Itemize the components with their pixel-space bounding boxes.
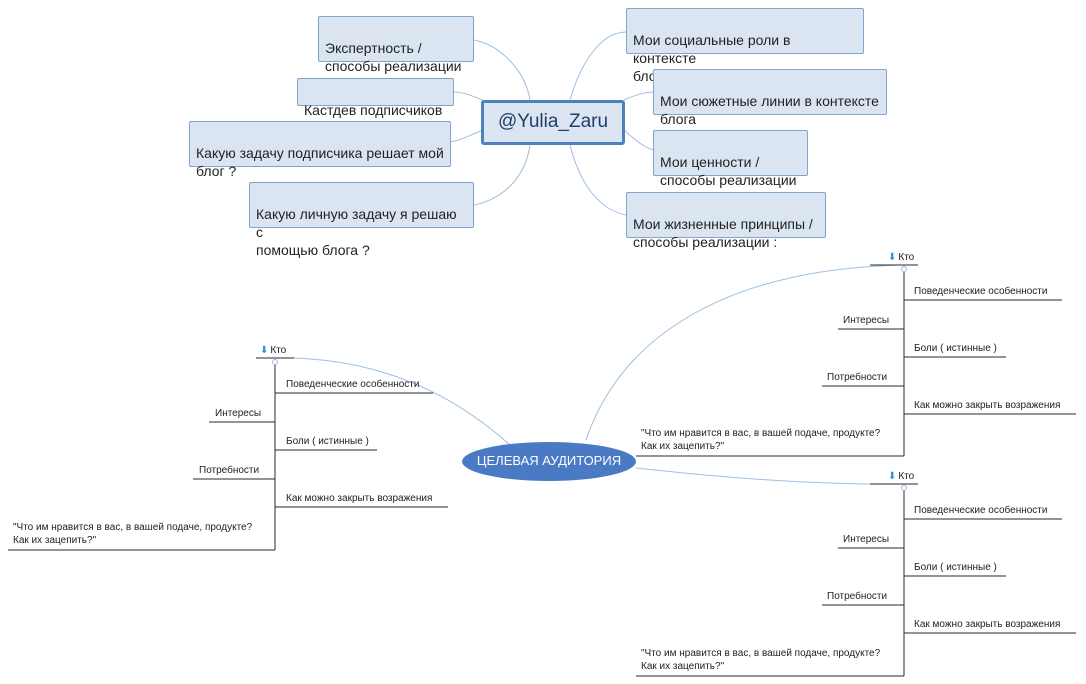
topic-social-roles[interactable]: Мои социальные роли в контексте блога: [626, 8, 864, 84]
central-topic-label: @Yulia_Zaru: [497, 111, 609, 132]
group-objections-label[interactable]: Как можно закрыть возражения: [914, 400, 1061, 411]
group-hook-label[interactable]: "Что им нравится в вас, в вашей подаче, …: [641, 428, 881, 452]
group-hook-label[interactable]: "Что им нравится в вас, в вашей подаче, …: [13, 522, 253, 546]
group-objections-label[interactable]: Как можно закрыть возражения: [914, 619, 1061, 630]
target-audience-label: ЦЕЛЕВАЯ АУДИТОРИЯ: [476, 453, 622, 468]
group-interests-label[interactable]: Интересы: [843, 534, 890, 545]
group-hook-label[interactable]: "Что им нравится в вас, в вашей подаче, …: [641, 648, 881, 672]
group-pains-label[interactable]: Боли ( истинные ): [286, 436, 369, 447]
group-interests-label[interactable]: Интересы: [215, 408, 262, 419]
group-who-label[interactable]: ⬇Кто: [260, 345, 287, 356]
target-audience-node[interactable]: ЦЕЛЕВАЯ АУДИТОРИЯ: [462, 442, 636, 481]
arrow-down-icon: ⬇: [888, 252, 897, 263]
topic-expertise[interactable]: Экспертность / способы реализации :: [318, 16, 474, 92]
group-who-label[interactable]: ⬇Кто: [888, 252, 915, 263]
arrow-down-icon: ⬇: [888, 471, 897, 482]
group-needs-label[interactable]: Потребности: [827, 372, 888, 383]
group-objections-label[interactable]: Как можно закрыть возражения: [286, 493, 433, 504]
topic-custdev-label: Кастдев подписчиков: [304, 102, 443, 118]
topic-subscriber-task[interactable]: Какую задачу подписчика решает мой блог …: [189, 121, 451, 179]
topic-life-principles[interactable]: Мои жизненные принципы / способы реализа…: [626, 192, 826, 250]
group-needs-label[interactable]: Потребности: [199, 465, 260, 476]
group-behavior-label[interactable]: Поведенческие особенности: [286, 379, 420, 390]
group-needs-label[interactable]: Потребности: [827, 591, 888, 602]
topic-personal-task[interactable]: Какую личную задачу я решаю с помощью бл…: [249, 182, 474, 258]
topic-custdev[interactable]: Кастдев подписчиков: [297, 78, 454, 118]
group-pains-label[interactable]: Боли ( истинные ): [914, 343, 997, 354]
topic-story-lines[interactable]: Мои сюжетные линии в контексте блога: [653, 69, 887, 127]
topic-subscriber-task-label: Какую задачу подписчика решает мой блог …: [196, 145, 444, 179]
topic-personal-task-label: Какую личную задачу я решаю с помощью бл…: [256, 206, 457, 258]
central-topic[interactable]: @Yulia_Zaru: [481, 100, 625, 145]
group-behavior-label[interactable]: Поведенческие особенности: [914, 286, 1048, 297]
topic-story-lines-label: Мои сюжетные линии в контексте блога: [660, 93, 879, 127]
topic-values[interactable]: Мои ценности / способы реализации :: [653, 130, 808, 206]
group-pains-label[interactable]: Боли ( истинные ): [914, 562, 997, 573]
topic-values-label: Мои ценности / способы реализации :: [660, 154, 797, 206]
topic-social-roles-label: Мои социальные роли в контексте блога: [633, 32, 791, 84]
group-behavior-label[interactable]: Поведенческие особенности: [914, 505, 1048, 516]
group-interests-label[interactable]: Интересы: [843, 315, 890, 326]
group-who-label[interactable]: ⬇Кто: [888, 471, 915, 482]
topic-expertise-label: Экспертность / способы реализации :: [325, 40, 462, 92]
arrow-down-icon: ⬇: [260, 345, 269, 356]
topic-life-principles-label: Мои жизненные принципы / способы реализа…: [633, 216, 813, 250]
